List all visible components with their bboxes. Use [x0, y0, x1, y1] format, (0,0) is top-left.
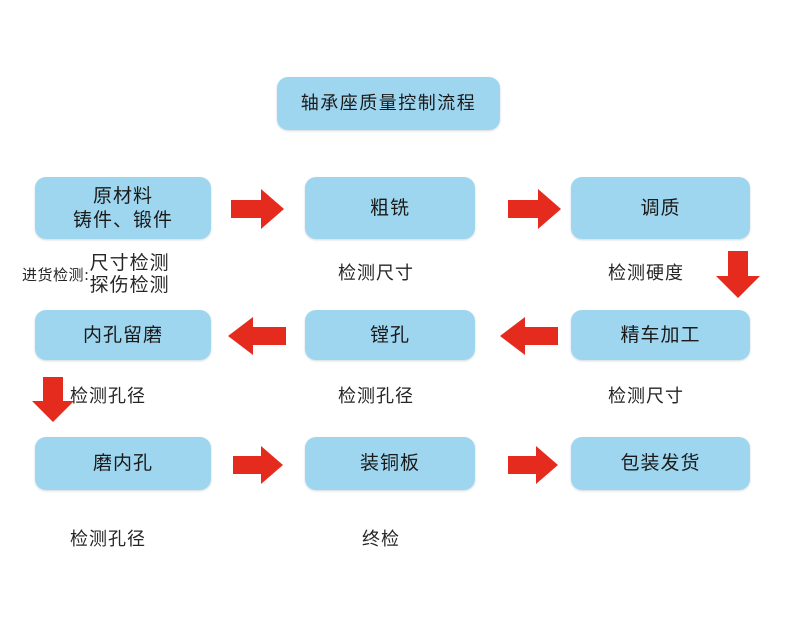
node-rough-milling-text: 粗铣	[369, 196, 410, 219]
caption-check-hardness: 检测硬度	[608, 263, 684, 284]
caption-incoming-item-2: 探伤检测	[89, 274, 170, 297]
node-inner-hole-reserve-grind: 内孔留磨	[35, 310, 211, 360]
node-rough-milling: 粗铣	[305, 177, 475, 239]
node-grind-inner-hole: 磨内孔	[35, 437, 211, 490]
caption-incoming-items: 尺寸检测 探伤检测	[90, 252, 170, 297]
arrow-down-icon-quench-to-fine-turning	[716, 251, 760, 298]
arrow-down-icon-inner-hole-to-grind	[32, 377, 74, 422]
arrow-right-icon-grind-to-copper-plate	[233, 446, 283, 484]
caption-check-dimension-row2: 检测尺寸	[608, 386, 684, 407]
node-boring-text: 镗孔	[369, 323, 410, 346]
node-raw-material: 原材料 铸件、锻件	[35, 177, 211, 239]
arrow-left-icon-boring-to-inner-hole	[228, 317, 286, 355]
caption-incoming-prefix: 进货检测:	[22, 265, 90, 284]
node-grind-inner-hole-text: 磨内孔	[92, 452, 153, 475]
arrow-right-icon-copper-plate-to-package	[508, 446, 558, 484]
node-install-copper-plate: 装铜板	[305, 437, 475, 490]
arrow-left-icon-fine-turning-to-boring	[500, 317, 558, 355]
node-quench-temper-text: 调质	[640, 196, 681, 219]
flowchart-title-box: 轴承座质量控制流程	[277, 77, 500, 130]
arrow-right-icon-rough-to-quench	[508, 189, 561, 229]
caption-check-bore-mid-row2: 检测孔径	[338, 386, 414, 407]
node-inner-hole-reserve-grind-text: 内孔留磨	[82, 323, 163, 346]
node-install-copper-plate-text: 装铜板	[359, 452, 420, 475]
caption-check-bore-row3: 检测孔径	[70, 529, 146, 550]
flowchart-title-text: 轴承座质量控制流程	[300, 92, 477, 114]
node-raw-material-line-2: 铸件、锻件	[72, 209, 173, 231]
caption-incoming-item-1: 尺寸检测	[89, 252, 170, 274]
caption-incoming-inspection: 进货检测: 尺寸检测 探伤检测	[22, 252, 170, 297]
node-boring: 镗孔	[305, 310, 475, 360]
node-package-ship-text: 包装发货	[620, 452, 701, 475]
caption-check-bore-left-row2: 检测孔径	[70, 386, 146, 407]
node-package-ship: 包装发货	[571, 437, 750, 490]
node-fine-turning: 精车加工	[571, 310, 750, 360]
caption-check-dimension-row1: 检测尺寸	[338, 263, 414, 284]
node-fine-turning-text: 精车加工	[620, 323, 701, 346]
arrow-right-icon-raw-to-rough	[231, 189, 284, 229]
node-quench-temper: 调质	[571, 177, 750, 239]
node-raw-material-line-1: 原材料	[92, 184, 153, 207]
caption-final-inspection: 终检	[362, 529, 400, 550]
